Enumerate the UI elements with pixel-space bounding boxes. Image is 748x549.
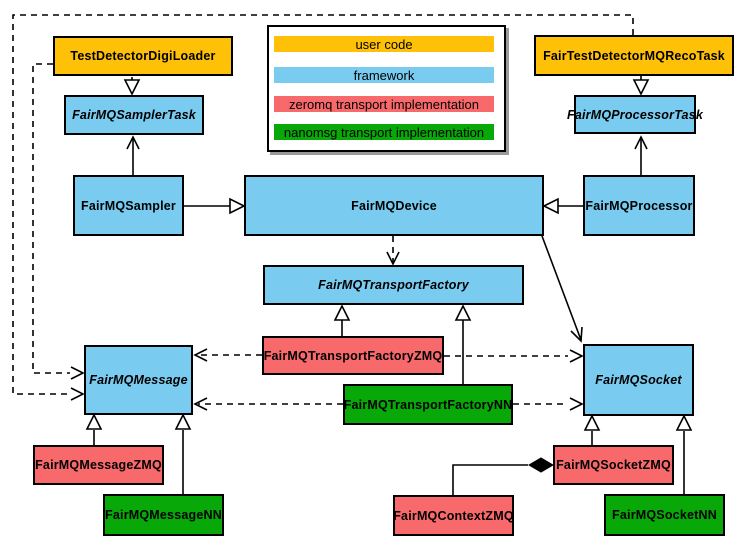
dependency-edge-digiloader-to-message (32, 63, 85, 380)
legend-item-user-code: user code (274, 36, 494, 52)
node-fairmq-transport-factory-nn: FairMQTransportFactoryNN (343, 384, 513, 425)
inheritance-edge-recotask-processortask (632, 76, 650, 96)
inheritance-edge-processor-device (542, 197, 583, 215)
dependency-edge-factorynn-socket (513, 397, 584, 411)
node-fairmq-sampler: FairMQSampler (73, 175, 184, 236)
node-fairmq-message: FairMQMessage (84, 345, 193, 415)
legend-item-framework: framework (274, 67, 494, 83)
node-fairmq-transport-factory: FairMQTransportFactory (263, 265, 524, 305)
node-fairmq-message-nn: FairMQMessageNN (103, 494, 224, 536)
legend-box: user code framework zeromq transport imp… (267, 25, 506, 152)
legend-label: nanomsg transport implementation (283, 124, 485, 140)
node-fairmq-device: FairMQDevice (244, 175, 544, 236)
inheritance-edge-digiloader-samplertask (123, 77, 141, 96)
inheritance-edge-messagenn-message (174, 413, 192, 494)
node-fairmq-socket-zmq: FairMQSocketZMQ (553, 445, 674, 485)
dependency-edge-recotask-to-message (12, 14, 634, 401)
legend-label: zeromq transport implementation (288, 96, 480, 112)
legend-label: user code (355, 36, 413, 52)
node-fairmq-processor: FairMQProcessor (583, 175, 695, 236)
composition-edge-socketzmq-contextzmq (452, 457, 554, 495)
dependency-edge-factorynn-message (193, 397, 343, 411)
dependency-edge-device-transportfactory (386, 236, 400, 266)
node-test-detector-digi-loader: TestDetectorDigiLoader (53, 36, 233, 76)
inheritance-edge-socketnn-socket (675, 414, 693, 494)
node-fairmq-transport-factory-zmq: FairMQTransportFactoryZMQ (262, 336, 444, 375)
association-edge-sampler-samplertask (126, 135, 140, 175)
dependency-edge-factoryzmq-message (193, 348, 262, 362)
legend-label: framework (353, 67, 415, 83)
legend-item-nanomsg: nanomsg transport implementation (274, 124, 494, 140)
node-fairmq-context-zmq: FairMQContextZMQ (393, 495, 514, 536)
inheritance-edge-sampler-device (184, 197, 246, 215)
association-edge-processor-processortask (634, 135, 648, 175)
node-fairmq-socket-nn: FairMQSocketNN (604, 494, 725, 536)
association-edge-device-socket (541, 235, 583, 343)
inheritance-edge-factoryzmq-transportfactory (333, 304, 351, 336)
inheritance-edge-messagezmq-message (85, 413, 103, 445)
node-fairmq-socket: FairMQSocket (583, 344, 694, 416)
dependency-edge-factoryzmq-socket (444, 349, 584, 363)
node-fairmq-sampler-task: FairMQSamplerTask (64, 95, 204, 135)
inheritance-edge-socketzmq-socket (583, 414, 601, 445)
node-fairmq-message-zmq: FairMQMessageZMQ (33, 445, 164, 485)
node-fair-test-detector-mq-reco-task: FairTestDetectorMQRecoTask (534, 35, 734, 76)
node-fairmq-processor-task: FairMQProcessorTask (567, 95, 703, 134)
legend-item-zeromq: zeromq transport implementation (274, 96, 494, 112)
inheritance-edge-factorynn-transportfactory (454, 304, 472, 384)
